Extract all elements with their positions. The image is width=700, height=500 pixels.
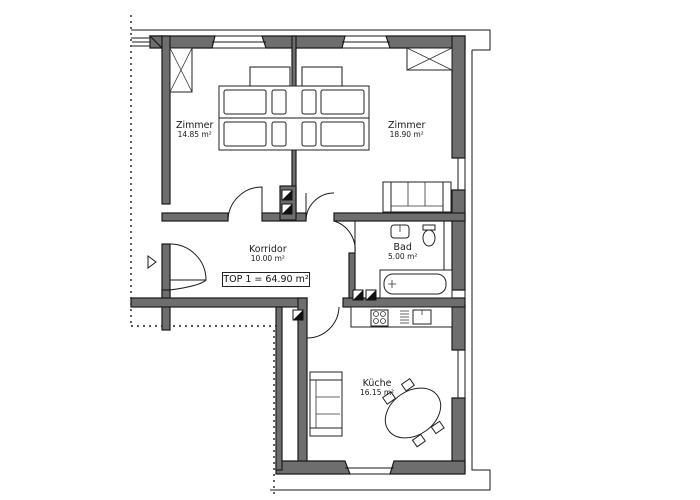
room-area: 18.90 m² — [389, 129, 424, 139]
room-area: 14.85 m² — [177, 129, 212, 139]
room-area: 5.00 m² — [388, 251, 418, 261]
room-name: Zimmer — [176, 120, 214, 131]
kitchen-sofa-icon — [309, 371, 343, 437]
chimney-flue-icon — [281, 189, 377, 321]
dining-table-icon — [381, 377, 445, 448]
kitchen-counter — [350, 306, 453, 328]
room-label-korridor: Korridor 10.00 m² — [249, 245, 287, 263]
double-bed-icon — [218, 66, 370, 186]
property-line — [130, 15, 278, 498]
room-label-kueche: Küche 16.15 m² — [360, 379, 394, 397]
bathroom-fixtures — [379, 221, 453, 299]
doors — [169, 186, 356, 339]
facade-outline — [131, 29, 491, 491]
entrance-arrow-icon — [147, 255, 157, 269]
room-name: Korridor — [249, 244, 287, 255]
room-name: Bad — [393, 242, 412, 253]
windows — [212, 35, 466, 475]
room-area: 10.00 m² — [250, 253, 285, 263]
room-label-bad: Bad 5.00 m² — [388, 243, 417, 261]
sofa-icon — [382, 181, 452, 213]
room-name: Zimmer — [388, 120, 426, 131]
room-area: 16.15 m² — [360, 387, 395, 397]
wardrobe-cross-icon — [169, 47, 453, 93]
room-label-zimmer-left: Zimmer 14.85 m² — [176, 121, 213, 139]
room-name: Küche — [362, 378, 392, 389]
total-area-label: TOP 1 = 64.90 m² — [222, 272, 310, 287]
room-label-zimmer-right: Zimmer 18.90 m² — [388, 121, 425, 139]
